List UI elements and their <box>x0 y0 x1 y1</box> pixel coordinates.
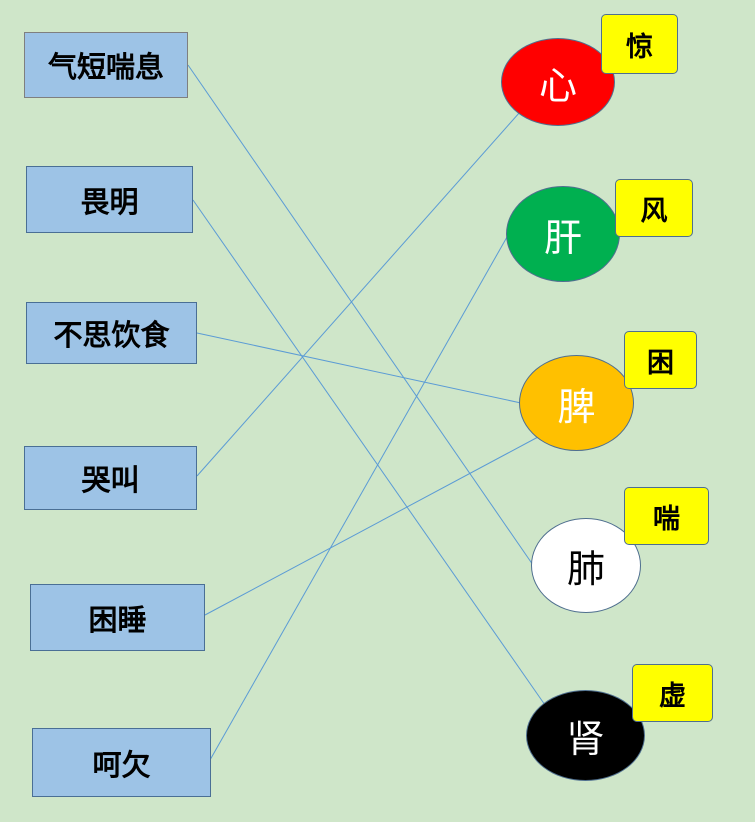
organ-label: 心 <box>538 63 577 108</box>
organ-circle-fei: 肺 <box>531 518 641 613</box>
symptom-box-weiming: 畏明 <box>26 166 193 233</box>
symptom-box-qiduanchuanxi: 气短喘息 <box>24 32 188 98</box>
tag-label: 风 <box>640 195 668 227</box>
tag-label: 喘 <box>653 503 680 535</box>
organ-circle-pi: 脾 <box>519 355 634 451</box>
symptom-label: 呵欠 <box>92 747 151 782</box>
symptom-label: 不思饮食 <box>53 318 170 352</box>
symptom-box-busiyinshi: 不思饮食 <box>26 302 197 364</box>
symptom-label: 气短喘息 <box>47 50 164 84</box>
connector-haqian-gan <box>209 236 508 761</box>
organ-tag-chuan: 喘 <box>624 487 709 545</box>
connector-busiyinshi-pi <box>196 332 522 404</box>
organ-label: 肾 <box>566 717 605 761</box>
organ-circle-shen: 肾 <box>526 690 645 781</box>
organ-label: 脾 <box>557 384 596 429</box>
symptom-label: 畏明 <box>80 184 139 219</box>
organ-label: 肺 <box>566 547 605 591</box>
connector-weiming-shen <box>192 199 546 706</box>
organ-label: 肝 <box>543 215 582 260</box>
connector-qiduan-fei <box>187 64 534 566</box>
organ-tag-kun: 困 <box>624 331 697 389</box>
connector-kujiao-xin <box>196 111 521 477</box>
symptom-box-kunshui: 困睡 <box>30 584 205 651</box>
tag-label: 虚 <box>659 680 686 712</box>
connector-kunshui-pi <box>204 436 539 616</box>
organ-tag-jing: 惊 <box>601 14 678 74</box>
organ-tag-feng: 风 <box>615 179 693 237</box>
symptom-label: 困睡 <box>88 602 147 637</box>
symptom-box-haqian: 呵欠 <box>32 728 211 797</box>
tag-label: 惊 <box>626 31 653 63</box>
organ-circle-xin: 心 <box>501 38 615 126</box>
symptom-label: 哭叫 <box>81 463 140 497</box>
organ-tag-xu: 虚 <box>632 664 713 722</box>
organ-circle-gan: 肝 <box>506 186 620 282</box>
tag-label: 困 <box>647 347 674 379</box>
symptom-box-kujiao: 哭叫 <box>24 446 197 510</box>
